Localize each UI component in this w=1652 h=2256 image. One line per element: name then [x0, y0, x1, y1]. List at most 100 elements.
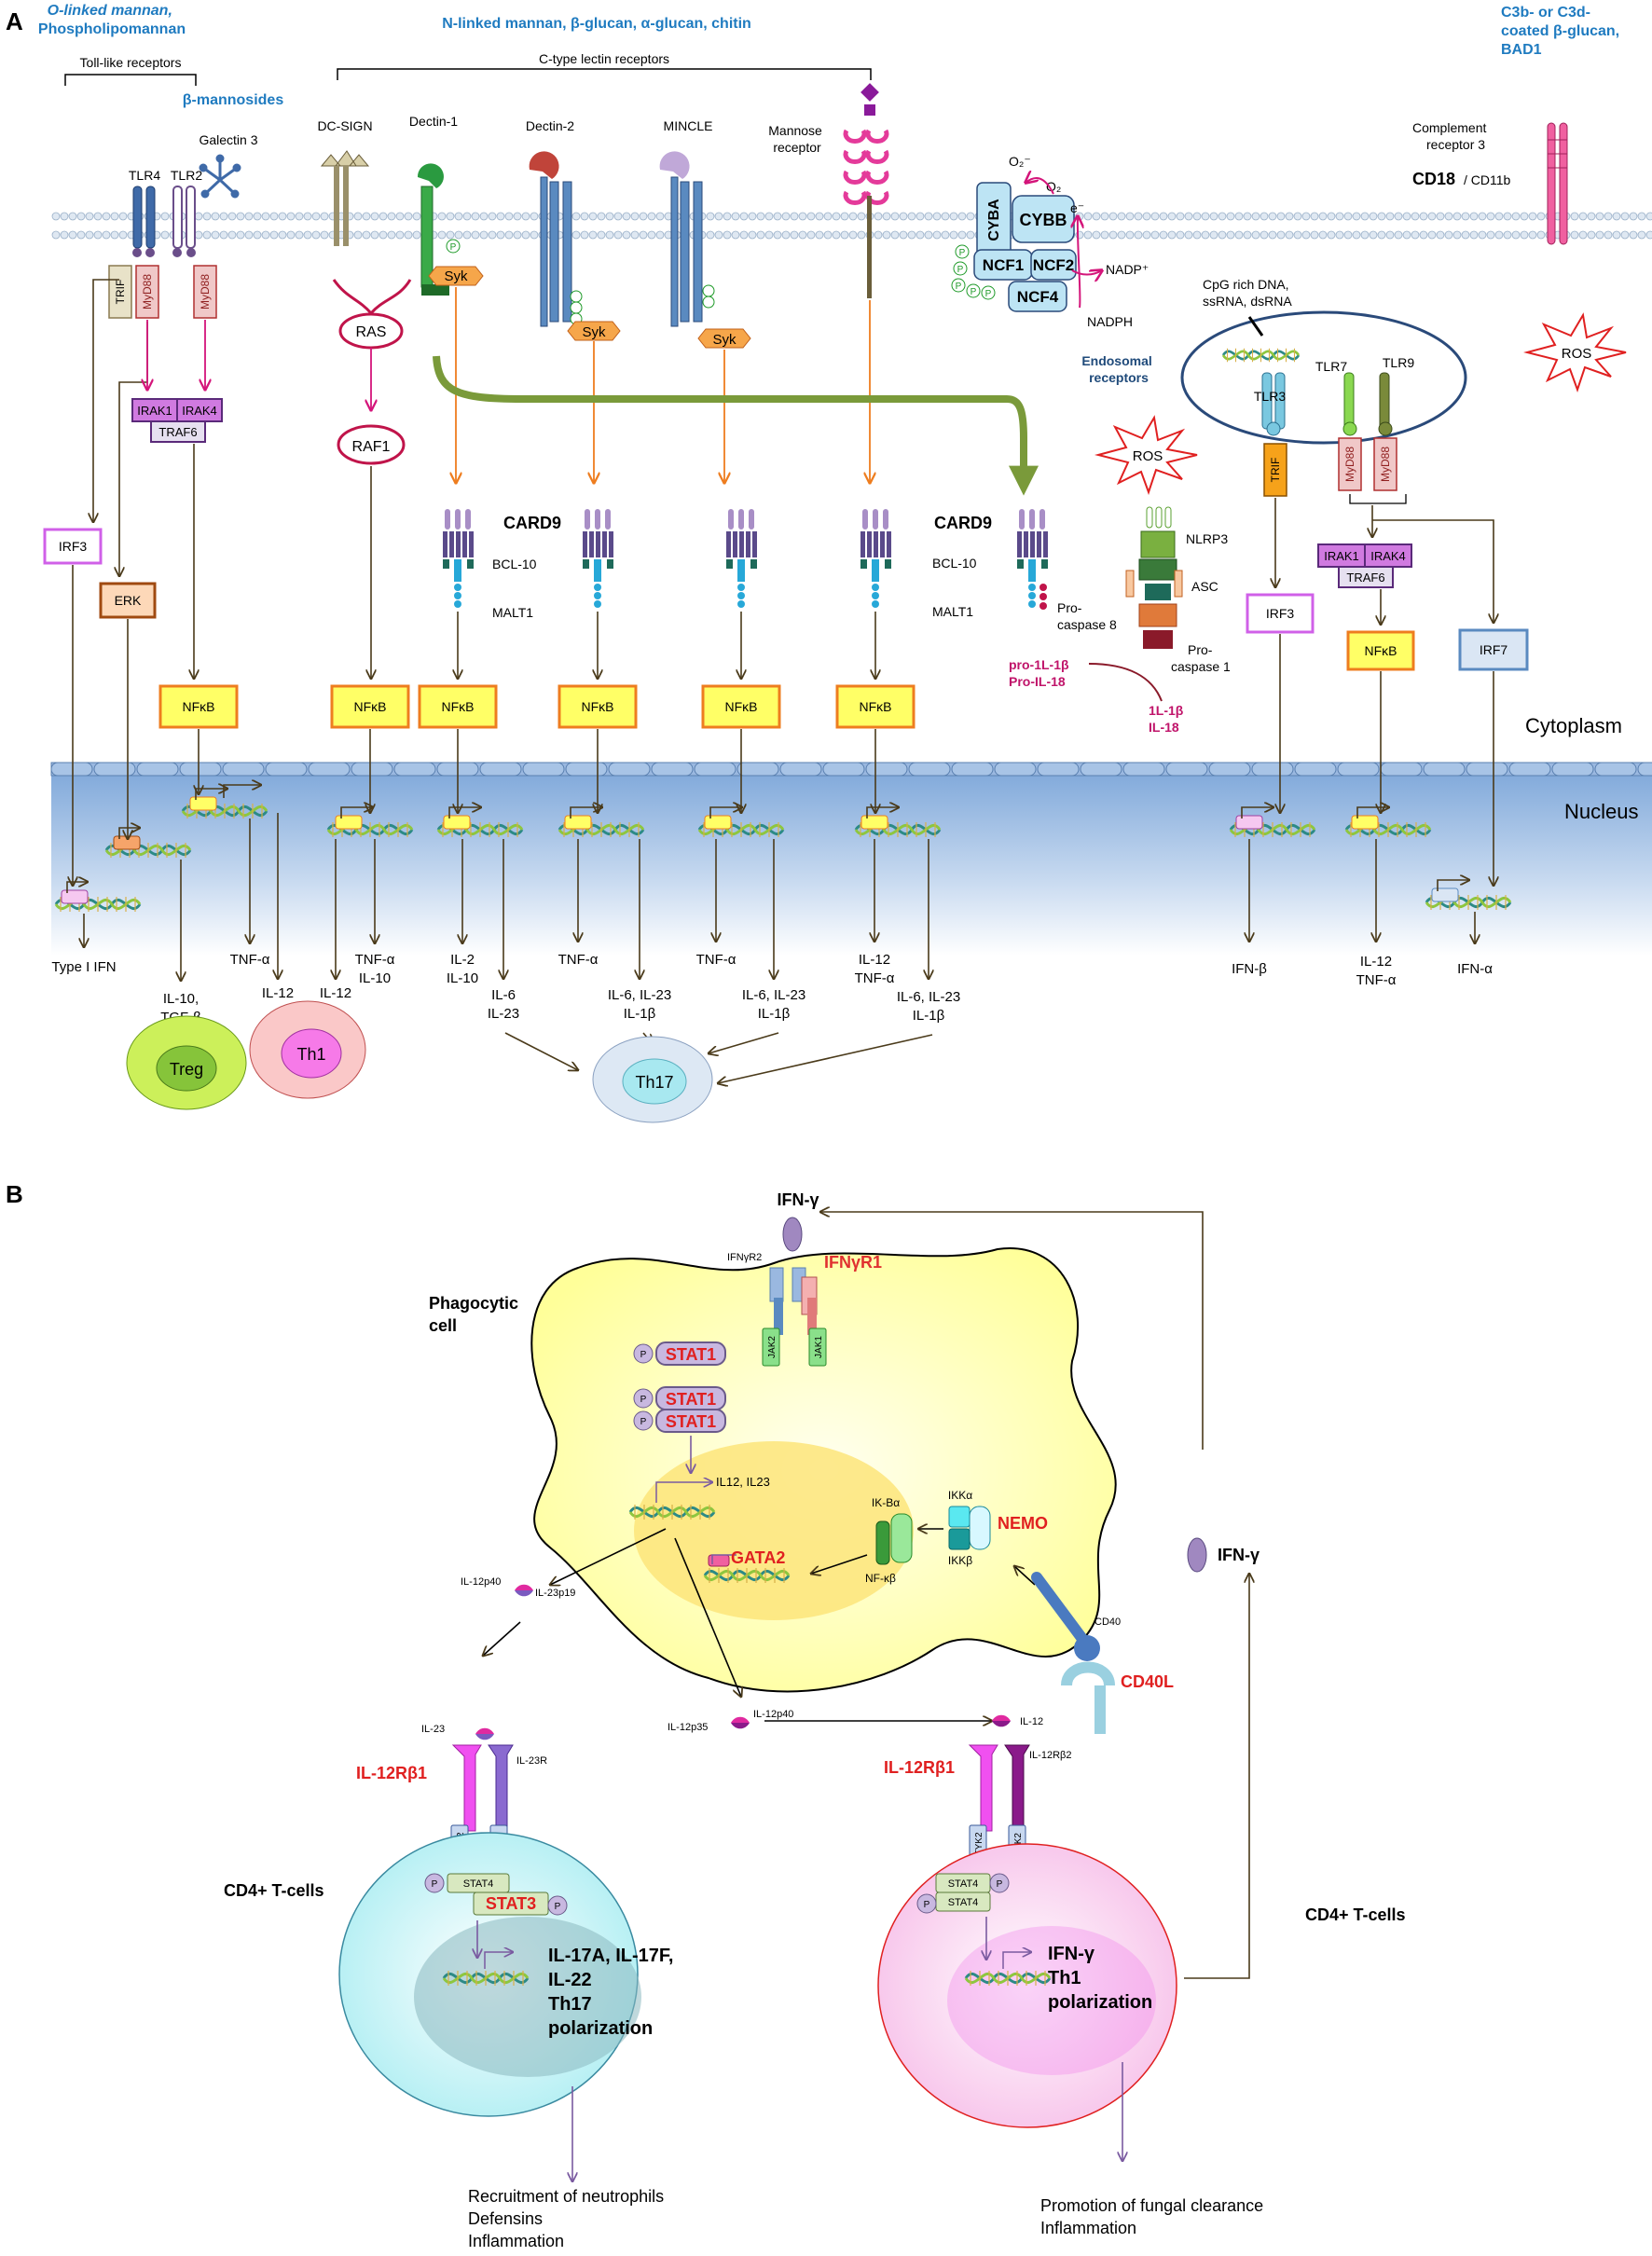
tlr2-receptor [172, 186, 196, 257]
svg-text:P: P [956, 282, 962, 292]
pro-il-label: pro-1L-1β Pro-IL-18 [1009, 657, 1072, 689]
il-processing-arrow [1088, 663, 1163, 702]
dectin1-label: Dectin-1 [409, 114, 458, 129]
svg-text:IFN-β: IFN-β [1232, 961, 1267, 977]
cytoplasm-label: Cytoplasm [1525, 714, 1622, 737]
irak-complex-left: IRAK1 IRAK4 TRAF6 [131, 398, 223, 443]
svg-text:NCF1: NCF1 [983, 256, 1024, 274]
left-result: Recruitment of neutrophils Defensins Inf… [468, 2187, 668, 2250]
svg-text:Th17: Th17 [635, 1073, 673, 1092]
ifng-feedback-arrow [820, 1212, 1204, 1450]
mature-il-label: 1L-1β IL-18 [1149, 703, 1187, 735]
nfkb-raf1: NFκB [330, 684, 410, 729]
svg-text:NFκB: NFκB [1365, 643, 1397, 658]
card9-dectin2 [583, 509, 613, 608]
svg-text:TLR9: TLR9 [1383, 355, 1414, 370]
svg-text:TRAF6: TRAF6 [1346, 571, 1384, 585]
svg-text:STAT1: STAT1 [666, 1390, 716, 1409]
dectin-2-receptor [529, 151, 583, 327]
ifng-top-label: IFN-γ [778, 1190, 819, 1209]
card9-mannose [860, 509, 891, 608]
svg-text:P: P [971, 287, 977, 297]
mannose-receptor-label: Mannose receptor [768, 123, 825, 155]
irf3-right: IRF3 [1246, 593, 1315, 634]
procasp8-label: Pro- caspase 8 [1057, 600, 1117, 632]
svg-text:ASC: ASC [1191, 579, 1218, 594]
svg-text:IL-2IL-10: IL-2IL-10 [447, 952, 478, 986]
il12-receptor: IL-12 TYK2 JAK2 IL-12Rβ2 IL-12Rβ1 [884, 1714, 1071, 1864]
svg-text:IL-12: IL-12 [1020, 1716, 1043, 1727]
svg-text:TRIF: TRIF [1269, 458, 1282, 483]
phagocyte-nucleus [634, 1441, 914, 1620]
erk-node: ERK [99, 582, 157, 619]
galectin-3-icon [199, 154, 241, 199]
tlr4-receptor [132, 186, 156, 257]
tlr2-label: TLR2 [171, 168, 202, 183]
svg-text:NF-κβ: NF-κβ [865, 1572, 896, 1585]
svg-text:NFκB: NFκB [183, 699, 215, 714]
svg-text:NCF4: NCF4 [1017, 288, 1059, 306]
stat4-right: STAT4 STAT4 P P [916, 1873, 1010, 1914]
cd40-complex: CD40 CD40L [1031, 1572, 1174, 1734]
plasma-membrane [51, 212, 1652, 240]
card9-mincle [726, 509, 757, 608]
th1-t-cell: CD4+ T-cells STAT4 STAT4 P P IFN-γ Th1 p… [877, 1843, 1406, 2161]
svg-text:JAK1: JAK1 [814, 1336, 824, 1358]
irf3-left: IRF3 [43, 528, 103, 565]
svg-text:IRAK1: IRAK1 [1324, 549, 1359, 563]
syk-dectin2: Syk [567, 321, 621, 341]
ifng-right-molecule [1187, 1537, 1207, 1573]
svg-text:IKKα: IKKα [948, 1489, 972, 1502]
svg-text:IK-Bα: IK-Bα [872, 1496, 900, 1509]
galectin-label: Galectin 3 [199, 132, 257, 147]
trif-right: TRIF [1263, 443, 1287, 497]
inflammasome: NLRP3 ASC Pro- caspase 1 [1125, 506, 1231, 674]
svg-text:TLR7: TLR7 [1315, 359, 1347, 374]
panel-b-letter: B [6, 1180, 23, 1208]
svg-text:P: P [640, 1395, 647, 1405]
ikk-complex: IKKα IKKβ NEMO [948, 1489, 1048, 1567]
svg-text:IL-12: IL-12 [262, 985, 294, 1001]
svg-text:Syk: Syk [712, 332, 737, 348]
svg-text:NFκB: NFκB [354, 699, 387, 714]
svg-text:P: P [985, 289, 992, 299]
svg-text:O₂: O₂ [1046, 179, 1061, 194]
cpg-label: CpG rich DNA, ssRNA, dsRNA [1203, 277, 1292, 309]
il12-il23-label: IL12, IL23 [716, 1475, 770, 1489]
svg-text:ROS: ROS [1133, 448, 1163, 464]
svg-text:Type I IFN: Type I IFN [51, 959, 116, 975]
svg-text:RAF1: RAF1 [352, 439, 391, 455]
cd11b-label: / CD11b [1464, 172, 1511, 187]
endosome: CpG rich DNA, ssRNA, dsRNA Endosomal rec… [1081, 277, 1467, 445]
svg-text:IRAK1: IRAK1 [137, 404, 172, 418]
irf7-node: IRF7 [1458, 628, 1529, 671]
svg-text:P: P [924, 1900, 930, 1910]
svg-text:P: P [450, 242, 457, 253]
svg-text:STAT3: STAT3 [486, 1894, 536, 1913]
nadph-oxidase: CYBA CYBB NCF1 NCF2 NCF4 PP PP P O₂⁻ O₂ … [951, 154, 1149, 329]
malt1-label: MALT1 [492, 605, 533, 620]
svg-text:TLR3: TLR3 [1254, 389, 1286, 404]
svg-text:IL-12p35: IL-12p35 [668, 1722, 708, 1733]
ifngr-complex: JAK2 JAK1 IFNγR2 IFNγR1 [727, 1252, 882, 1367]
svg-text:STAT4: STAT4 [948, 1878, 979, 1890]
nfkb-mannose: NFκB [835, 684, 915, 729]
svg-text:P: P [997, 1879, 1003, 1890]
svg-text:MyD88: MyD88 [1343, 447, 1356, 482]
svg-text:STAT4: STAT4 [463, 1878, 494, 1890]
svg-text:IKKβ: IKKβ [948, 1554, 972, 1567]
svg-text:IFNγR2: IFNγR2 [727, 1252, 762, 1263]
svg-text:NFκB: NFκB [442, 699, 475, 714]
svg-text:ROS: ROS [1562, 346, 1592, 362]
syk-dectin1: Syk [428, 266, 484, 286]
il12p40-il23p19: IL-12p40 IL-23p19 [461, 1576, 575, 1599]
svg-text:STAT1: STAT1 [666, 1412, 716, 1431]
ras-node: RAS [332, 279, 412, 350]
nfkb-dectin1: NFκB [418, 684, 498, 729]
irak-complex-right: IRAK1 IRAK4 TRAF6 [1317, 543, 1412, 588]
panel-a-letter: A [6, 7, 23, 35]
